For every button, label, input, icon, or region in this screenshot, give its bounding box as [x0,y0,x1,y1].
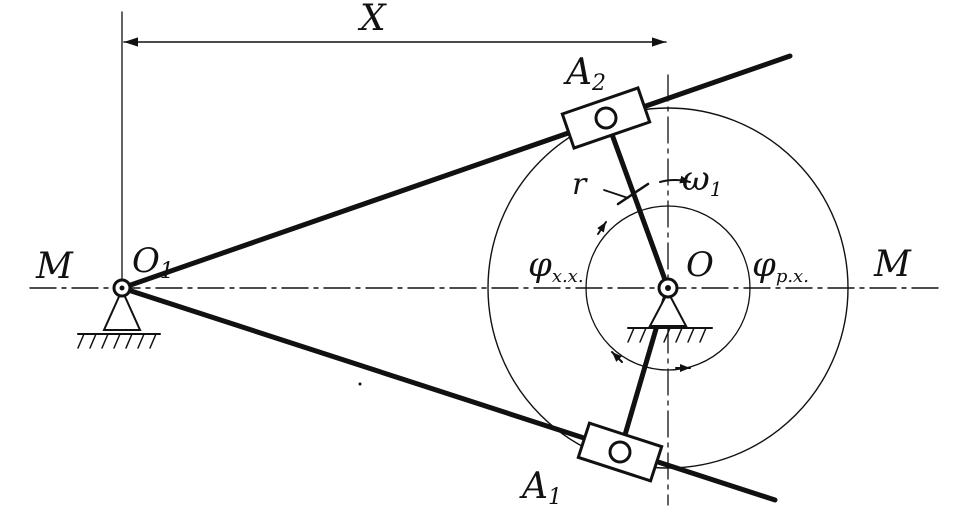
phi-bottom-arrow-left [611,351,623,363]
label-m-right: M [873,244,912,285]
label-x: X [357,0,387,39]
pin-a1 [608,440,632,464]
fixed-support-o [627,289,713,343]
label-o: O [686,245,714,285]
label-m-left: M [35,246,74,287]
label-o1: O1 [132,241,174,284]
rocker-line-lower [119,285,778,503]
label-a2: A2 [563,52,606,96]
rocker-line-upper [119,53,793,291]
fixed-support-o1 [77,287,161,349]
crank-outer-circle [487,107,849,469]
phi-xx-arrow [597,221,607,235]
label-r: r [572,167,588,202]
label-phi-px: φp.x. [752,245,809,287]
crank-o-a2 [603,115,671,291]
omega-rotation-arrow [659,175,691,184]
label-phi-xx: φx.x. [528,245,584,287]
angle-arc-circle [585,205,751,371]
pin-a2 [594,106,618,130]
label-a1: A1 [519,466,562,510]
label-omega: ω1 [682,159,722,201]
radius-marker [616,182,650,206]
